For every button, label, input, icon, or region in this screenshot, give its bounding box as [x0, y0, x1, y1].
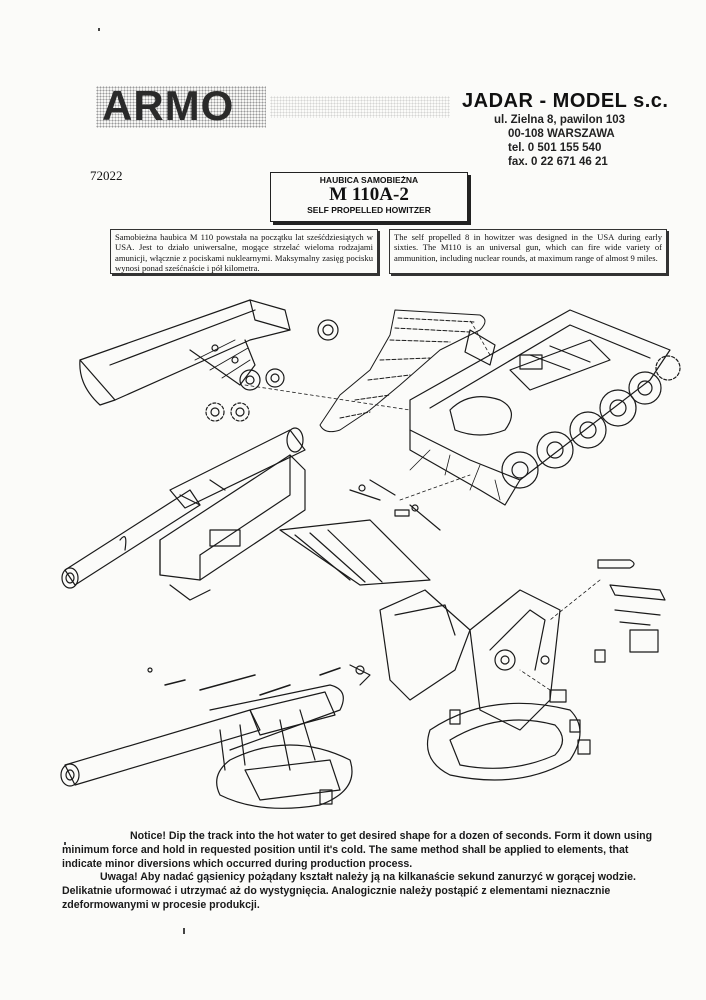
- barrel-drawing: [61, 427, 306, 589]
- notice-pl-line1: Uwaga! Aby nadać gąsienicy pożądany kszt…: [100, 871, 636, 884]
- scan-speck: [98, 28, 100, 31]
- notice-block: Notice! Dip the track into the hot water…: [62, 830, 692, 913]
- fender-plate-drawing: [79, 299, 291, 406]
- logo-text: ARMO: [102, 82, 235, 129]
- description-polish: Samobieżna haubica M 110 powstała na poc…: [110, 229, 378, 274]
- notice-en-line3: indicate minor diversions which occurred…: [62, 857, 413, 870]
- howitzer-assembly-drawing: [60, 667, 353, 809]
- wheels-drawing: [205, 319, 339, 422]
- spade-drawing: [279, 479, 441, 586]
- cradle-drawing: [159, 454, 306, 601]
- address-phone: tel. 0 501 155 540: [508, 142, 602, 154]
- title-english: SELF PROPELLED HOWITZER: [307, 205, 431, 215]
- scan-speck: [183, 928, 185, 934]
- scan-speck: [64, 842, 66, 845]
- notice-pl-line3: zdeformowanymi w procesie produkcji.: [62, 898, 260, 911]
- notice-en-line2: minimum force and hold in requested posi…: [62, 843, 629, 856]
- description-english: The self propelled 8 in howitzer was des…: [389, 229, 667, 274]
- track-drawing: [319, 309, 486, 433]
- notice-en-line1: Notice! Dip the track into the hot water…: [130, 830, 653, 842]
- title-box: HAUBICA SAMOBIEŻNA M 110A-2 SELF PROPELL…: [270, 172, 468, 222]
- company-name: JADAR - MODEL s.c.: [462, 90, 669, 112]
- notice-pl-line2: Delikatnie uformować i utrzymać aż do wy…: [62, 885, 611, 898]
- assembly-drawing: [60, 299, 681, 809]
- address-city: 00-108 WARSZAWA: [508, 128, 615, 140]
- title-polish: HAUBICA SAMOBIEŻNA: [319, 175, 419, 185]
- assembly-arrows: [244, 319, 601, 691]
- address-street: ul. Zielna 8, pawilon 103: [494, 114, 626, 126]
- armo-logo: ARMO: [96, 82, 266, 129]
- small-parts-drawing: [349, 559, 666, 755]
- title-model: M 110A-2: [329, 184, 409, 205]
- hull-drawing: [409, 309, 681, 506]
- mount-side-plates-drawing: [379, 589, 581, 781]
- address-fax: fax. 0 22 671 46 21: [508, 156, 608, 168]
- catalog-number: 72022: [90, 168, 123, 183]
- logo-halftone-strip: [270, 96, 450, 118]
